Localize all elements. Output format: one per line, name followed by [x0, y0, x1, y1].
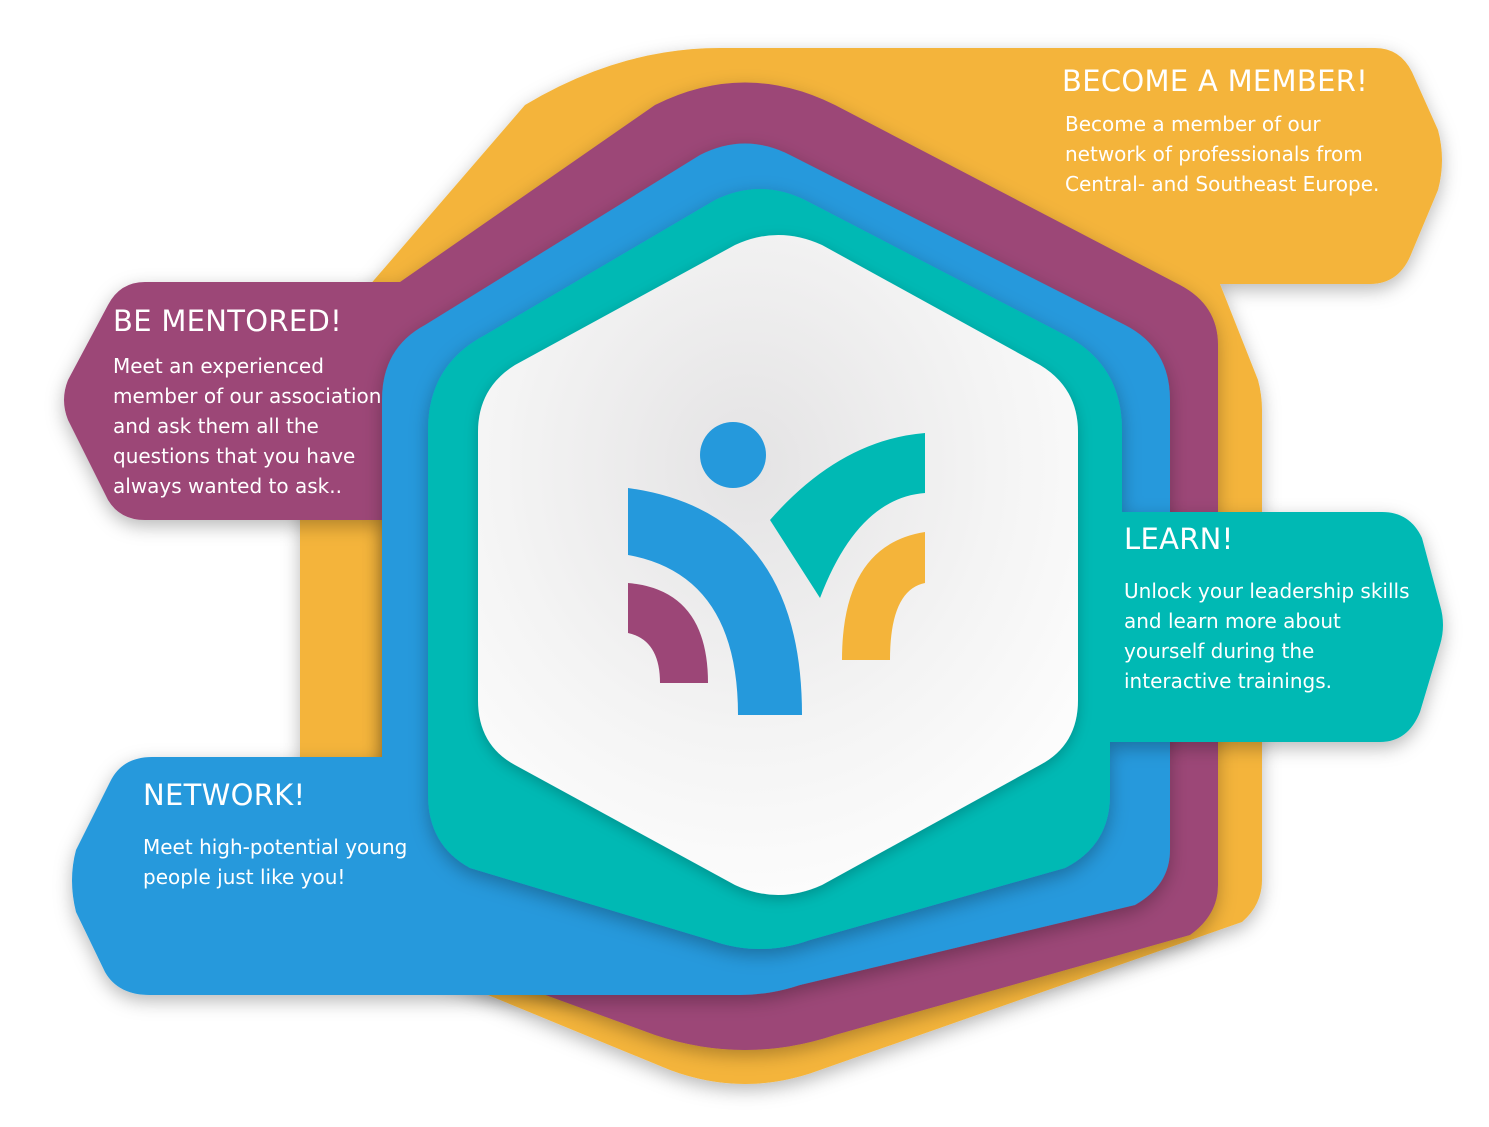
- logo-teal-arc-icon: [770, 433, 925, 598]
- member-description: Become a member of our network of profes…: [1065, 109, 1379, 199]
- learn-line: yourself during the: [1124, 639, 1315, 663]
- member-line: network of professionals from: [1065, 142, 1363, 166]
- mentored-title: BE MENTORED!: [113, 304, 343, 338]
- learn-line: Unlock your leadership skills: [1124, 579, 1410, 603]
- network-title: NETWORK!: [143, 778, 306, 812]
- member-line: Central- and Southeast Europe.: [1065, 172, 1380, 196]
- association-logo-icon: [628, 422, 925, 715]
- network-line: Meet high-potential young: [143, 835, 408, 859]
- center-hexagon-shape: [478, 235, 1078, 895]
- learn-line: and learn more about: [1124, 609, 1341, 633]
- network-line: people just like you!: [143, 865, 346, 889]
- mentored-line: questions that you have: [113, 444, 356, 468]
- member-title: BECOME A MEMBER!: [1062, 64, 1369, 98]
- learn-line: interactive trainings.: [1124, 669, 1333, 693]
- logo-purple-arc-icon: [628, 583, 708, 683]
- logo-blue-arc-icon: [628, 488, 802, 715]
- mentored-description: Meet an experienced member of our associ…: [113, 351, 381, 501]
- network-description: Meet high-potential young people just li…: [143, 832, 407, 892]
- mentored-line: and ask them all the: [113, 414, 319, 438]
- mentored-line: Meet an experienced: [113, 354, 324, 378]
- learn-description: Unlock your leadership skills and learn …: [1124, 576, 1410, 696]
- logo-yellow-arc-icon: [842, 532, 925, 660]
- mentored-line: always wanted to ask..: [113, 474, 342, 498]
- member-line: Become a member of our: [1065, 112, 1321, 136]
- learn-title: LEARN!: [1124, 522, 1234, 556]
- center-hexagon: [478, 235, 1078, 895]
- mentored-line: member of our association: [113, 384, 382, 408]
- logo-head-icon: [700, 422, 766, 488]
